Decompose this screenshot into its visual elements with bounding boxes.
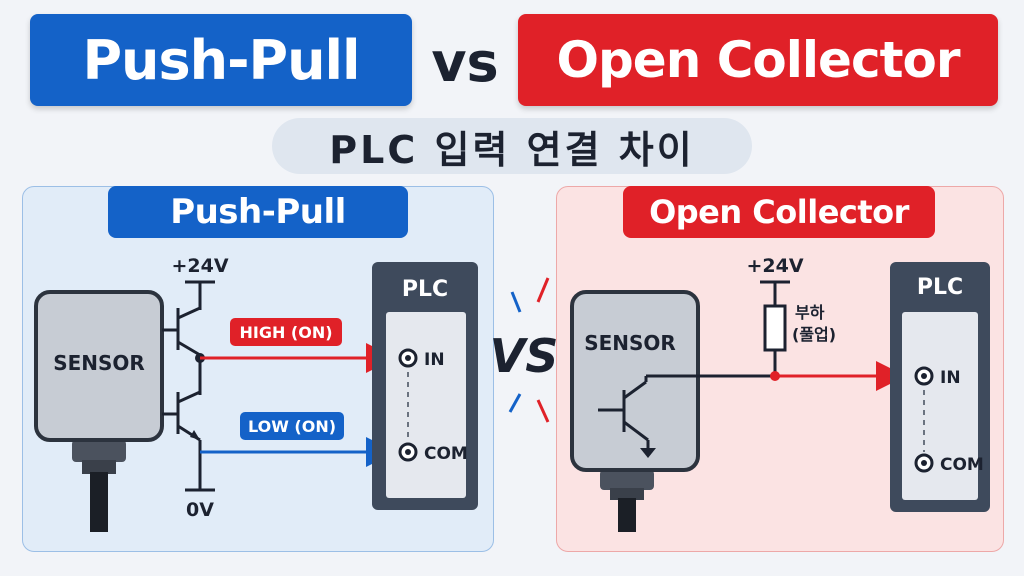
load-label: 부하 <box>795 303 825 322</box>
open-collector-heading: Open Collector <box>623 186 935 238</box>
left-sensor-body <box>34 290 164 442</box>
right-sensor-label: SENSOR <box>584 331 676 355</box>
title-open-collector: Open Collector <box>518 14 998 106</box>
high-label: HIGH (ON) <box>239 323 332 342</box>
pull-up-label: (풀업) <box>792 325 836 344</box>
left-com-label: COM <box>424 444 468 464</box>
right-plc-label: PLC <box>917 275 963 300</box>
open-collector-emitter-arrow <box>640 448 656 458</box>
right-in-label: IN <box>940 368 961 388</box>
subtitle: PLC 입력 연결 차이 <box>272 118 752 174</box>
right-sensor-cable <box>600 470 654 532</box>
left-plc-terminal-panel <box>386 312 466 498</box>
title-push-pull: Push-Pull <box>30 14 412 106</box>
push-pull-heading: Push-Pull <box>108 186 408 238</box>
high-label-box <box>230 318 342 346</box>
left-ground-label: 0V <box>186 499 214 521</box>
right-plc-terminal-panel <box>902 312 978 500</box>
low-label-box <box>240 412 344 440</box>
low-label: LOW (ON) <box>248 417 336 436</box>
left-in-label: IN <box>424 350 445 370</box>
left-sensor-cable <box>72 440 126 532</box>
left-sensor-label: SENSOR <box>53 351 145 375</box>
right-com-label: COM <box>940 455 984 475</box>
left-push-pull-transistors <box>162 282 202 490</box>
center-vs-text: VS <box>490 329 559 383</box>
pull-up-resistor <box>763 304 787 352</box>
left-emitter-arrow <box>190 430 200 440</box>
open-collector-transistor <box>598 374 775 452</box>
left-supply-label: +24V <box>171 255 228 277</box>
right-sensor-body <box>570 290 700 472</box>
center-vs-badge: VS <box>490 277 559 423</box>
right-supply-label: +24V <box>746 255 803 277</box>
title-vs: vs <box>431 30 499 94</box>
left-plc-label: PLC <box>402 277 448 302</box>
